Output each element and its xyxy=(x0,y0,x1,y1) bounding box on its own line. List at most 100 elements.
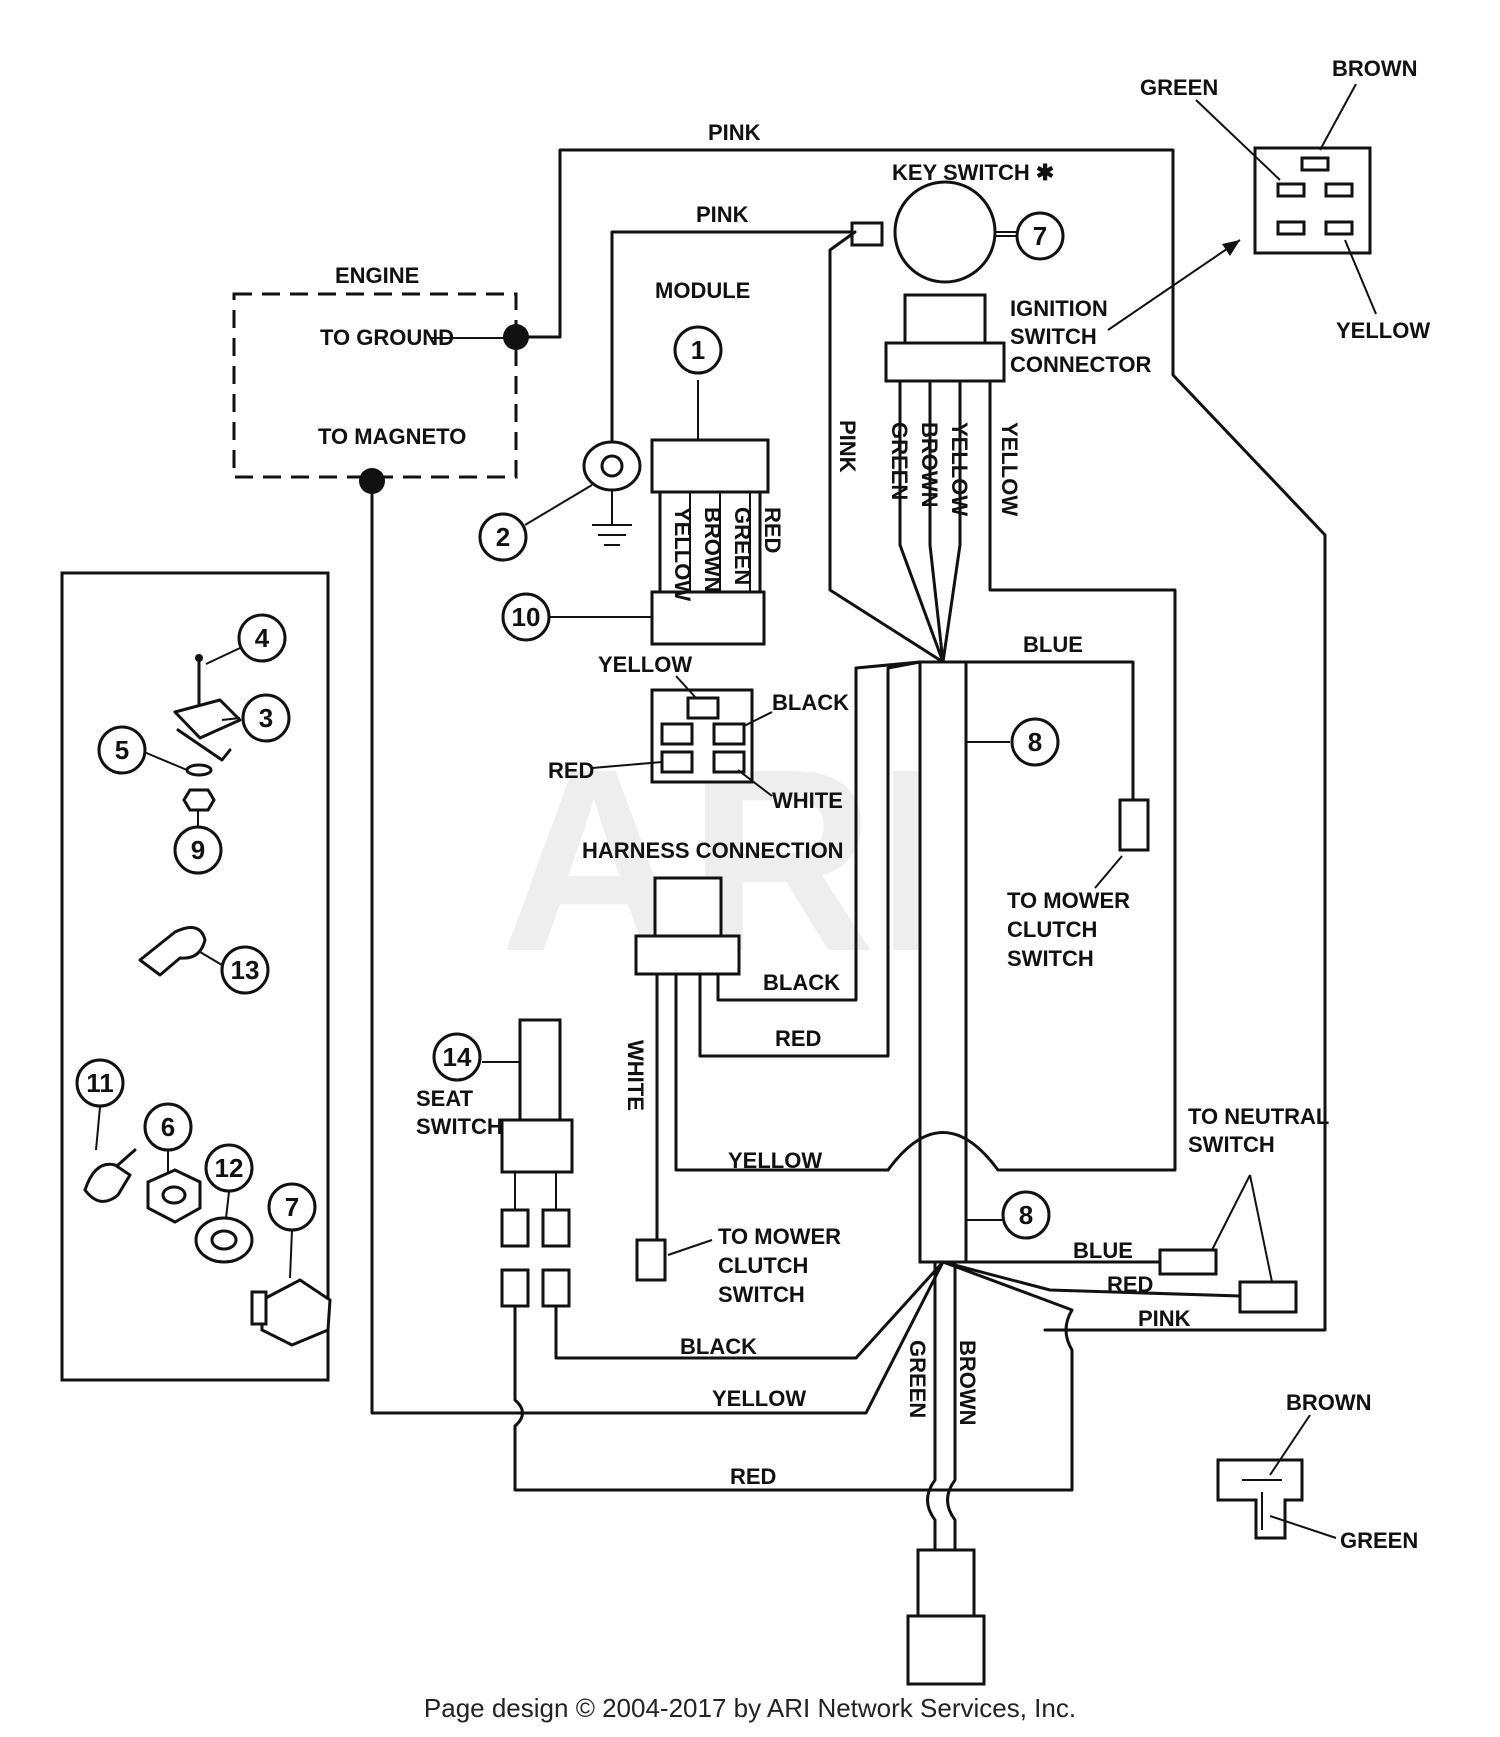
module-brown-label: BROWN xyxy=(700,507,725,593)
callout-number: 7 xyxy=(285,1192,299,1222)
pink-wire-label-module: PINK xyxy=(696,202,749,227)
callout-circle xyxy=(237,613,287,663)
neutral-switch-label-1: TO NEUTRAL xyxy=(1188,1104,1329,1129)
detail-green-bottom: GREEN xyxy=(1340,1528,1418,1553)
callout-circle xyxy=(75,1058,125,1108)
callout-number: 1 xyxy=(691,335,705,365)
key-harness-wires xyxy=(898,543,1177,1172)
bottom-connector-lower xyxy=(906,1614,986,1686)
green-label-lower: GREEN xyxy=(905,1340,930,1418)
seat-switch: SEAT SWITCH xyxy=(416,1018,574,1308)
callout-circle xyxy=(501,592,551,642)
mower-clutch-lower-1: TO MOWER xyxy=(718,1224,841,1249)
callout-leader xyxy=(205,647,241,665)
detail-module-white: WHITE xyxy=(772,788,843,813)
yellow-wire-label-key-2: YELLOW xyxy=(997,422,1022,516)
red-label-neutral: RED xyxy=(1107,1272,1153,1297)
harness-connection-label: HARNESS CONNECTION xyxy=(582,838,844,863)
parts-inset xyxy=(60,571,332,1382)
nut-part xyxy=(182,788,216,812)
callout-circle xyxy=(267,1182,317,1232)
module-green-label: GREEN xyxy=(730,507,755,585)
copyright-footer: Page design © 2004-2017 by ARI Network S… xyxy=(423,1693,1077,1723)
ignition-connector-detail: GREEN BROWN YELLOW xyxy=(1140,56,1430,343)
mower-clutch-lower-3: SWITCH xyxy=(718,1282,805,1307)
callout-circle xyxy=(1010,717,1060,767)
brown-wire-label-key: BROWN xyxy=(917,422,942,508)
detail-module-red: RED xyxy=(548,758,594,783)
module-yellow-label: YELLOW xyxy=(670,507,695,601)
yellow-label-lower: YELLOW xyxy=(712,1386,806,1411)
key-switch-label: KEY SWITCH ✱ xyxy=(892,160,1054,185)
yellow-label-harness: YELLOW xyxy=(728,1148,822,1173)
module-connector-detail: YELLOW BLACK RED WHITE xyxy=(548,652,849,813)
key-switch: KEY SWITCH ✱ xyxy=(850,160,1054,547)
callout-number: 11 xyxy=(86,1068,114,1098)
pink-label-neutral: PINK xyxy=(1138,1306,1191,1331)
red-wire-lower xyxy=(513,1260,1074,1492)
blue-label-neutral: BLUE xyxy=(1073,1238,1133,1263)
callout-number: 8 xyxy=(1019,1200,1033,1230)
callout-leader xyxy=(225,1191,230,1219)
pink-wire-loop xyxy=(514,148,1327,1332)
mower-clutch-connector-lower xyxy=(635,1238,667,1282)
bracket-part xyxy=(173,698,242,762)
callout-number: 2 xyxy=(496,522,510,552)
blue-wire-label-upper: BLUE xyxy=(1023,632,1083,657)
module-label: MODULE xyxy=(655,278,750,303)
yellow-wire-label-key-1: YELLOW xyxy=(947,422,972,516)
red-label-harness: RED xyxy=(775,1026,821,1051)
seat-switch-label-2: SWITCH xyxy=(416,1114,503,1139)
callout-number: 14 xyxy=(443,1042,472,1072)
callout-leader xyxy=(221,717,241,721)
callout-number: 13 xyxy=(231,955,260,985)
to-magneto-label: TO MAGNETO xyxy=(318,424,466,449)
callout-leader xyxy=(199,951,223,966)
callout-circle xyxy=(241,693,291,743)
callout-circle xyxy=(1001,1190,1051,1240)
black-wire-harness xyxy=(716,660,922,1002)
washer-part xyxy=(185,763,213,777)
ignition-label-2: SWITCH xyxy=(1010,324,1097,349)
pink-wire-module xyxy=(610,230,857,442)
callout-number: 8 xyxy=(1028,727,1042,757)
white-label-harness: WHITE xyxy=(623,1040,648,1111)
callout-leader xyxy=(143,751,188,771)
red-wire-neutral xyxy=(941,1260,1242,1298)
brown-wire-lower xyxy=(946,1260,957,1552)
black-label-lower: BLACK xyxy=(680,1334,757,1359)
callout-circle xyxy=(673,325,723,375)
neutral-connector-1 xyxy=(1158,1248,1218,1276)
bottom-connector-upper xyxy=(916,1548,976,1618)
engine-label: ENGINE xyxy=(335,263,419,288)
callout-leader xyxy=(524,484,593,526)
detail-module-black: BLACK xyxy=(772,690,849,715)
callout-circle xyxy=(1015,211,1065,261)
callout-number: 7 xyxy=(1033,221,1047,251)
neutral-connector-2 xyxy=(1238,1280,1298,1314)
neutral-leader xyxy=(1211,1174,1273,1283)
module-red-label: RED xyxy=(760,507,785,553)
brown-label-lower: BROWN xyxy=(955,1340,980,1426)
seat-switch-label-1: SEAT xyxy=(416,1086,474,1111)
callout-circle xyxy=(220,945,270,995)
callout-number: 9 xyxy=(191,835,205,865)
mower-clutch-upper-2: CLUTCH xyxy=(1007,917,1097,942)
pink-key-to-harness xyxy=(828,230,945,664)
mower-clutch-upper-3: SWITCH xyxy=(1007,946,1094,971)
mower-clutch-lower-2: CLUTCH xyxy=(718,1253,808,1278)
callout-circle xyxy=(204,1143,254,1193)
module: MODULE xyxy=(582,278,770,646)
ignition-label-3: CONNECTOR xyxy=(1010,352,1151,377)
ignition-label-1: IGNITION xyxy=(1010,296,1108,321)
callout-number: 10 xyxy=(512,602,541,632)
green-wire-lower xyxy=(926,1260,937,1552)
black-wire-seat xyxy=(554,1260,945,1360)
detail-yellow-label: YELLOW xyxy=(1336,318,1430,343)
callout-number: 4 xyxy=(255,623,270,653)
black-label-harness: BLACK xyxy=(763,970,840,995)
blue-wire-upper xyxy=(964,660,1135,802)
detail-brown-bottom: BROWN xyxy=(1286,1390,1372,1415)
